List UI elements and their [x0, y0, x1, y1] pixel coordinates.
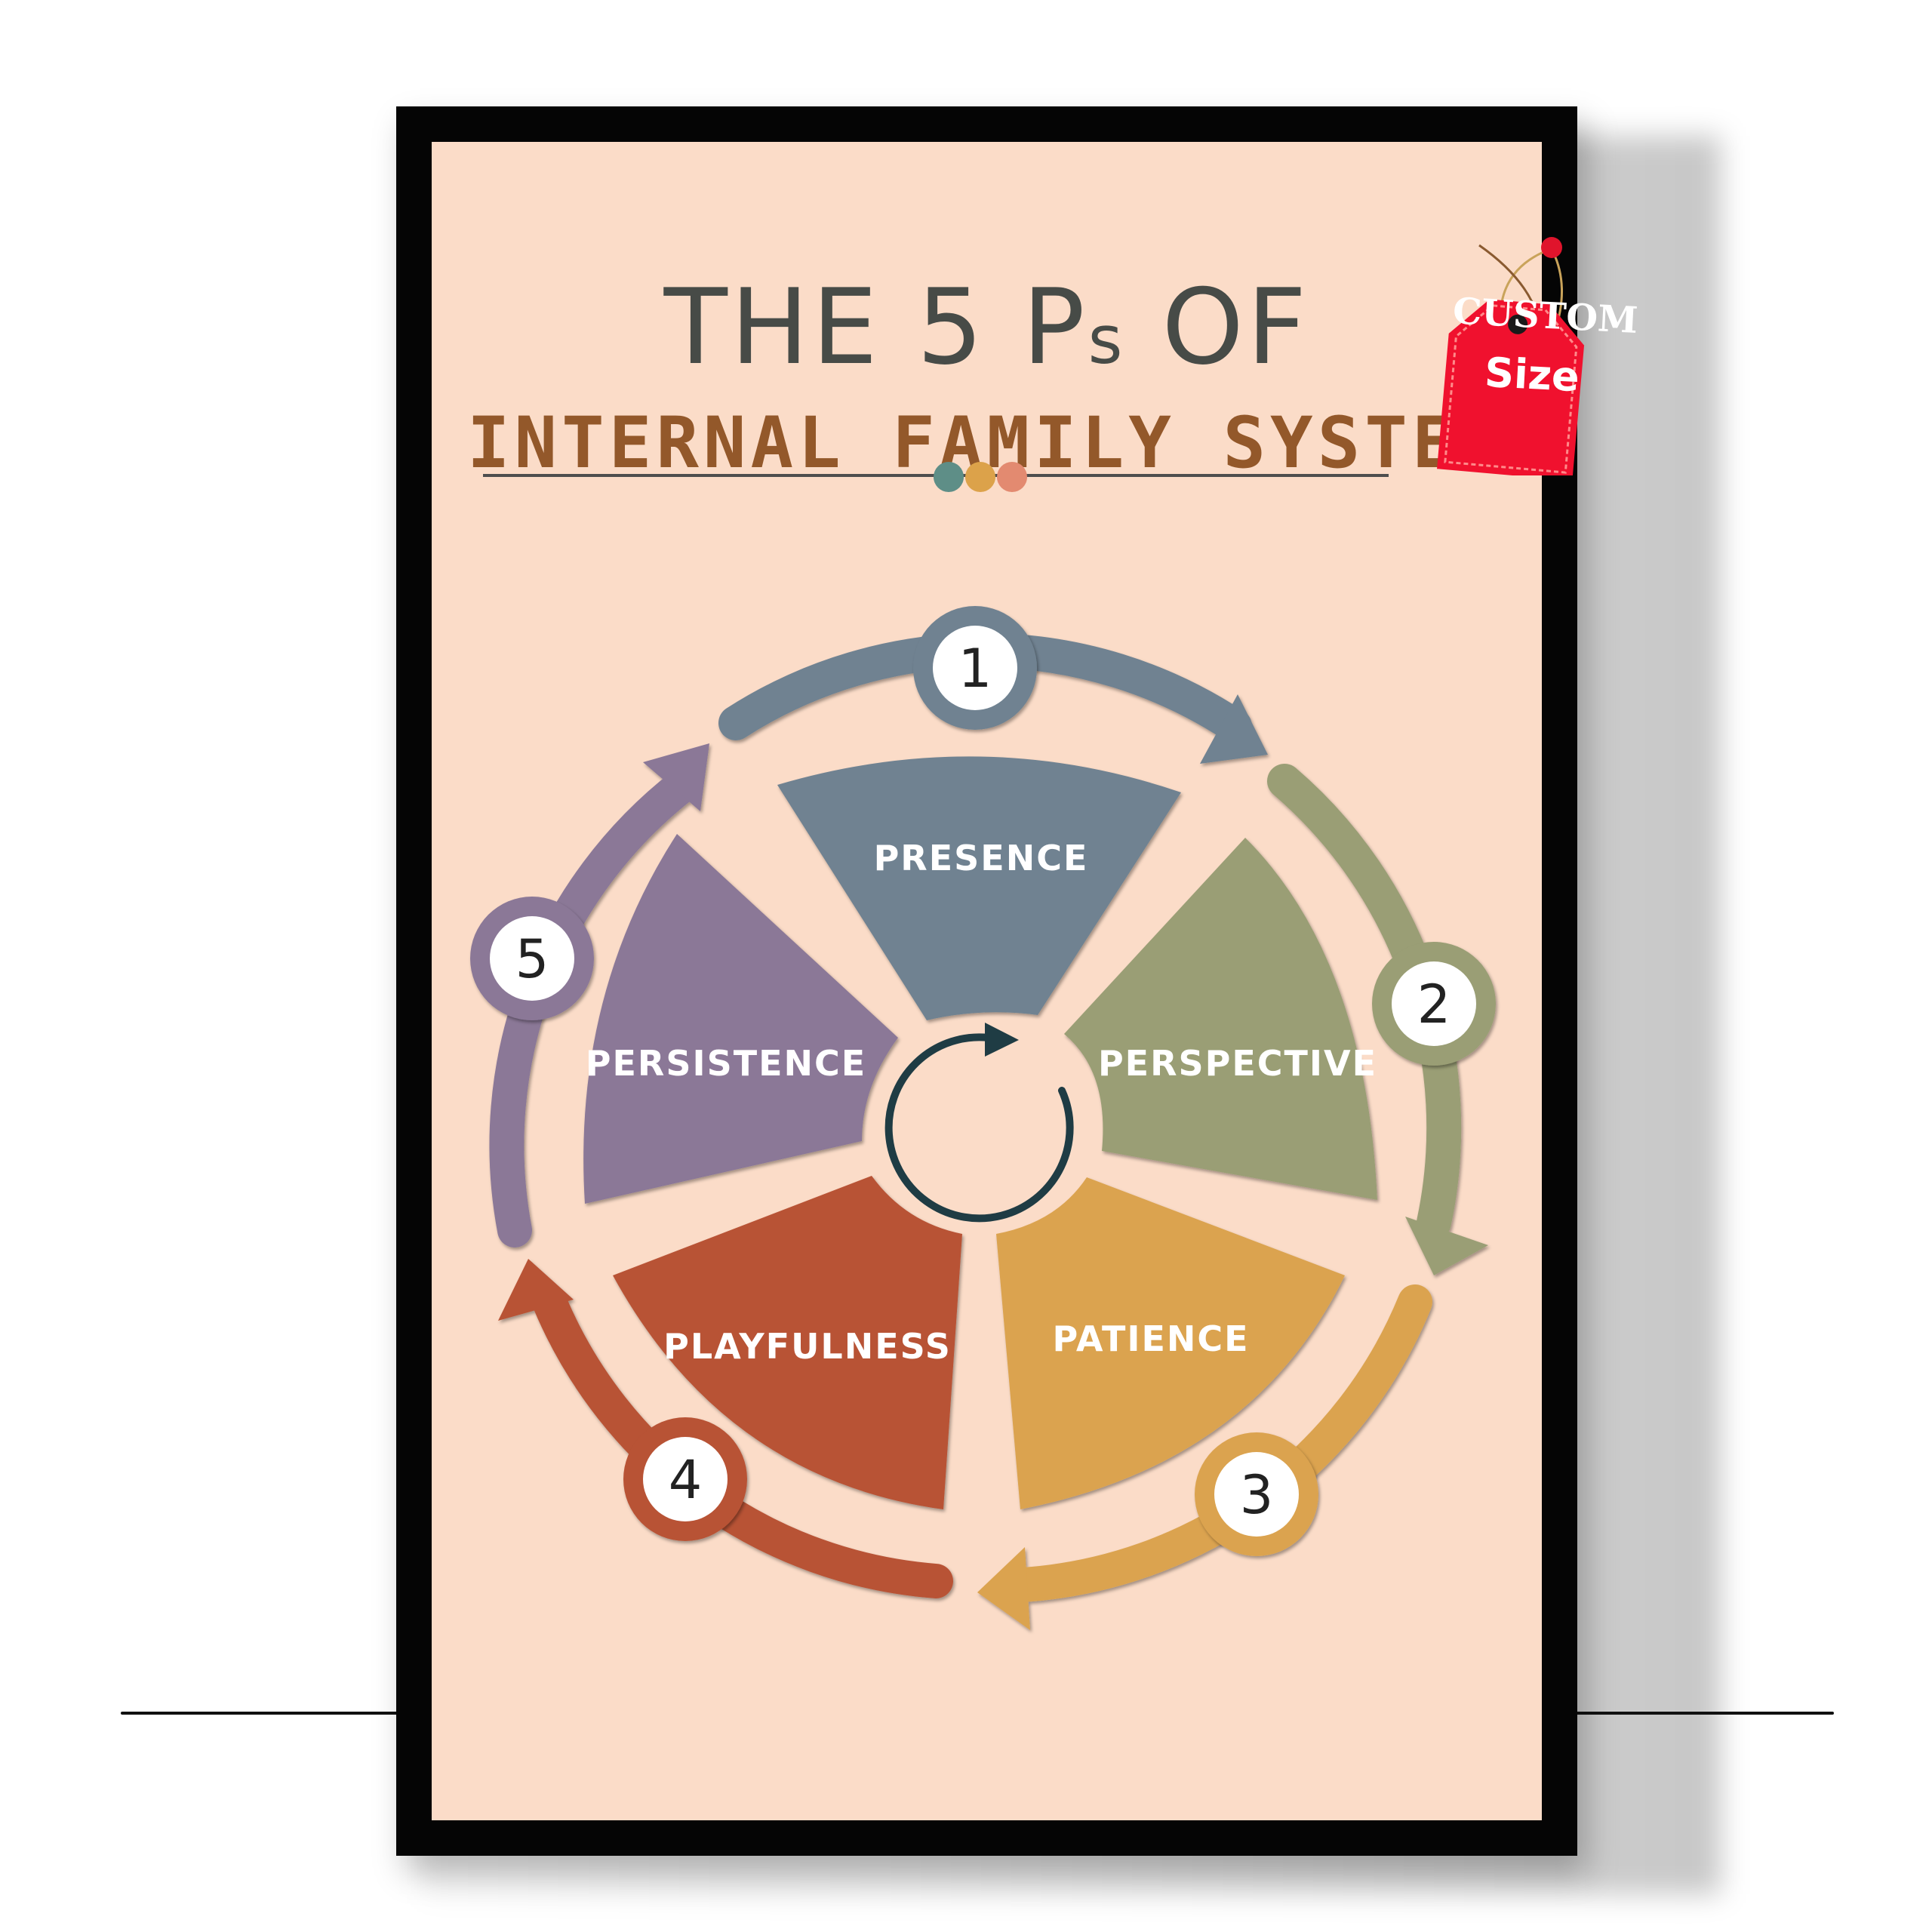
pin-icon — [1541, 237, 1562, 258]
floor-line-right — [1574, 1712, 1834, 1715]
number-1: 1 — [958, 638, 992, 700]
number-3: 3 — [1240, 1464, 1274, 1526]
arrowhead-playfulness — [498, 1259, 574, 1321]
arrowhead-perspective — [1405, 1217, 1488, 1275]
number-4: 4 — [669, 1449, 703, 1511]
number-2: 2 — [1417, 974, 1451, 1035]
center-arrowhead — [985, 1023, 1019, 1057]
tag-line1: CUSTOM — [1451, 290, 1639, 343]
custom-size-tag — [1437, 237, 1585, 475]
title-end: OF — [1125, 266, 1310, 388]
number-5: 5 — [515, 928, 549, 990]
arrowhead-persistence — [643, 743, 709, 811]
segment-presence — [777, 756, 1181, 1020]
label-perspective: PERSPECTIVE — [1098, 1043, 1377, 1084]
title-main: THE 5 P — [663, 266, 1088, 388]
title-small-s: s — [1088, 301, 1126, 379]
floor-line-left — [121, 1712, 408, 1715]
label-playfulness: PLAYFULNESS — [663, 1326, 952, 1367]
arrowhead-patience — [977, 1547, 1030, 1630]
label-patience: PATIENCE — [1052, 1318, 1249, 1359]
number-circles — [470, 606, 1496, 1556]
segment-patience — [996, 1177, 1345, 1509]
segment-persistence — [583, 834, 898, 1204]
label-presence: PRESENCE — [874, 838, 1089, 878]
poster-title: THE 5 Ps OF — [432, 266, 1542, 388]
tag-line2: Size — [1483, 348, 1581, 401]
label-persistence: PERSISTENCE — [586, 1043, 866, 1084]
divider-dot-yellow — [965, 462, 995, 492]
divider-dot-pink — [997, 462, 1027, 492]
segment-perspective — [1064, 838, 1377, 1200]
segment-playfulness — [613, 1176, 962, 1509]
center-cycle-arrow — [884, 1033, 1074, 1223]
arrowhead-presence — [1200, 694, 1268, 764]
divider-dot-teal — [934, 462, 964, 492]
